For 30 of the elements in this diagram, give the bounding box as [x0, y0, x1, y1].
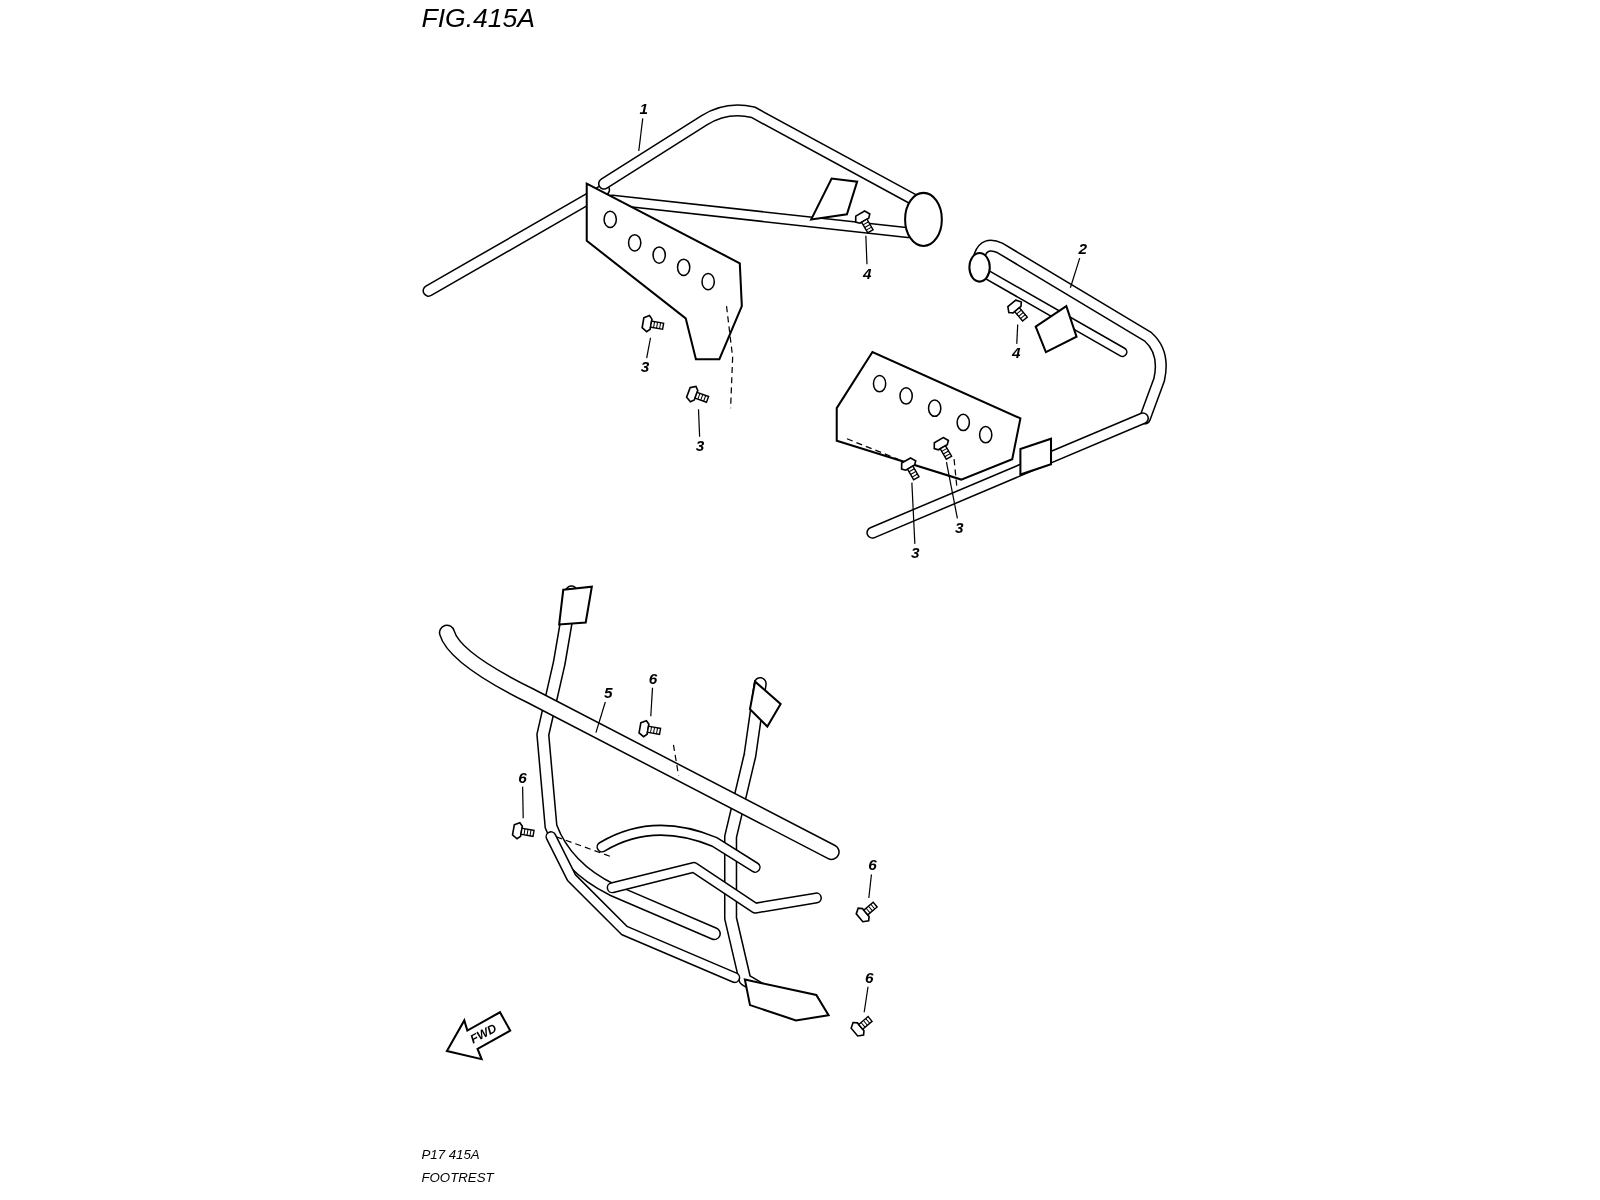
callout-number: 3 [636, 358, 654, 377]
leader-line [697, 408, 701, 438]
callout-number: 6 [861, 968, 878, 987]
leader-line [945, 461, 958, 519]
direction-label: FWD [467, 1020, 499, 1047]
callout-number: 6 [864, 856, 881, 875]
callout-number: 6 [644, 669, 662, 688]
leader-line [865, 235, 868, 265]
callout-number: 3 [907, 543, 924, 563]
leader-line [868, 873, 873, 899]
leader-line [595, 701, 606, 734]
page-code: P17 415A [421, 1146, 480, 1163]
callout-number: 4 [859, 264, 876, 283]
leader-line [1016, 323, 1019, 345]
leader-line [638, 117, 644, 152]
callout-number: 6 [514, 768, 531, 787]
callout-number: 3 [951, 518, 968, 537]
callout-number: 2 [1074, 239, 1091, 259]
figure-title: FIG.415A [421, 2, 535, 34]
leader-line [522, 786, 524, 819]
leader-line [646, 337, 652, 359]
leader-line [863, 986, 869, 1013]
callout-number: 4 [1008, 343, 1025, 363]
caption-text: FOOTREST [421, 1169, 494, 1185]
leader-line [911, 482, 916, 545]
callout-number: 1 [635, 100, 653, 119]
leader-line [650, 687, 654, 717]
callout-number: 5 [600, 683, 617, 703]
callout-number: 3 [691, 436, 709, 456]
leader-line [1069, 257, 1081, 289]
